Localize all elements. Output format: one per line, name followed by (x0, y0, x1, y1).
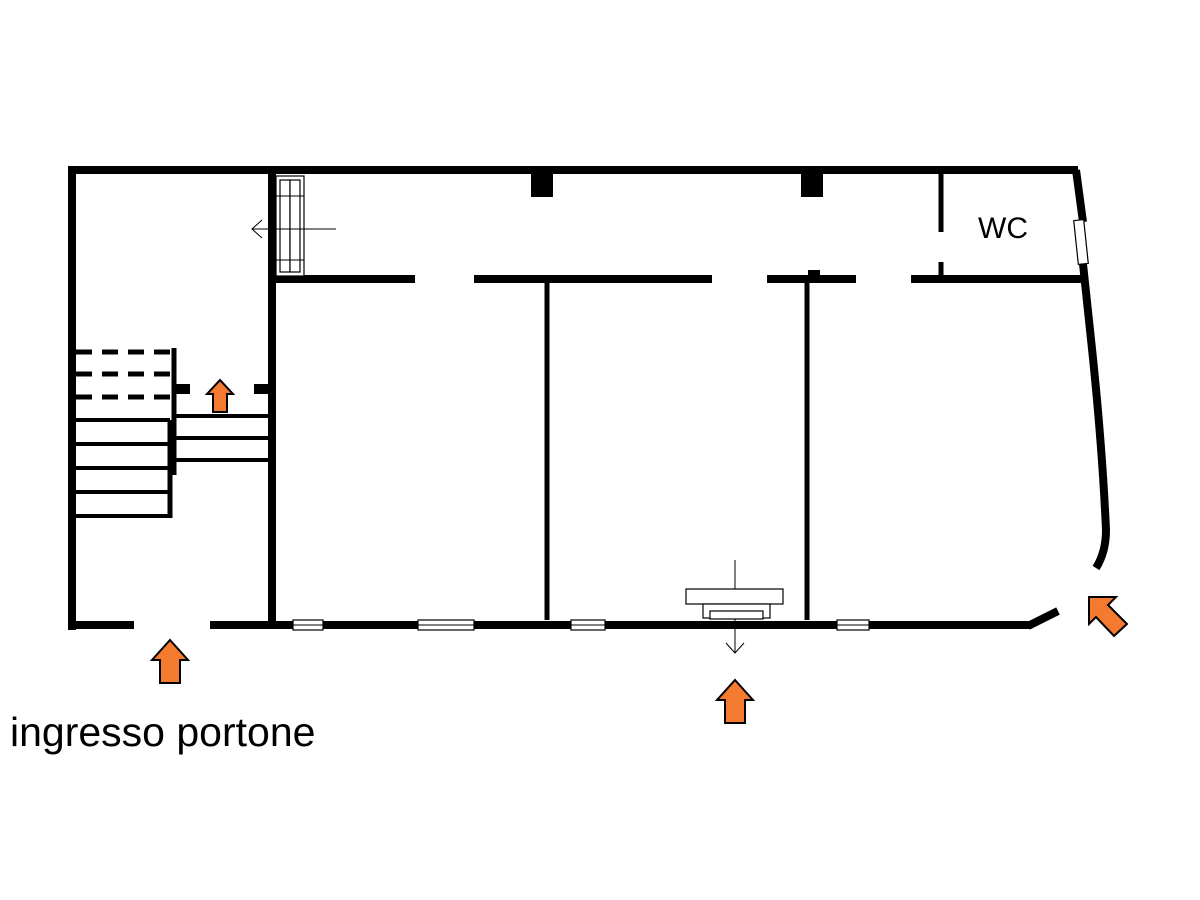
windows (292, 619, 870, 631)
interior-walls (268, 170, 1081, 625)
wc-window (1073, 218, 1089, 266)
window (836, 619, 870, 631)
window (417, 619, 475, 631)
up-arrow-icon (204, 378, 236, 413)
hall-window (275, 175, 305, 277)
exterior-walls (68, 166, 1111, 630)
up-arrow-icon (149, 638, 191, 684)
wall-right-curved (1072, 169, 1111, 571)
stair-landing-post-left (176, 384, 190, 394)
divider-cap (808, 270, 820, 278)
wall-bottom-corner (1026, 607, 1060, 630)
pillar-2 (801, 173, 823, 197)
diagonal-arrow-icon (1088, 596, 1129, 638)
stair-landing-post-right (254, 384, 272, 394)
window (570, 619, 606, 631)
pillar-1 (531, 173, 553, 197)
entrance-steps (685, 588, 784, 620)
main-entrance-label: ingresso portone (10, 709, 315, 755)
wc-label: WC (978, 212, 1028, 245)
door-swing-arrow-icon (251, 219, 336, 239)
window (292, 619, 324, 631)
up-arrow-icon (714, 678, 756, 724)
staircase (76, 348, 272, 518)
